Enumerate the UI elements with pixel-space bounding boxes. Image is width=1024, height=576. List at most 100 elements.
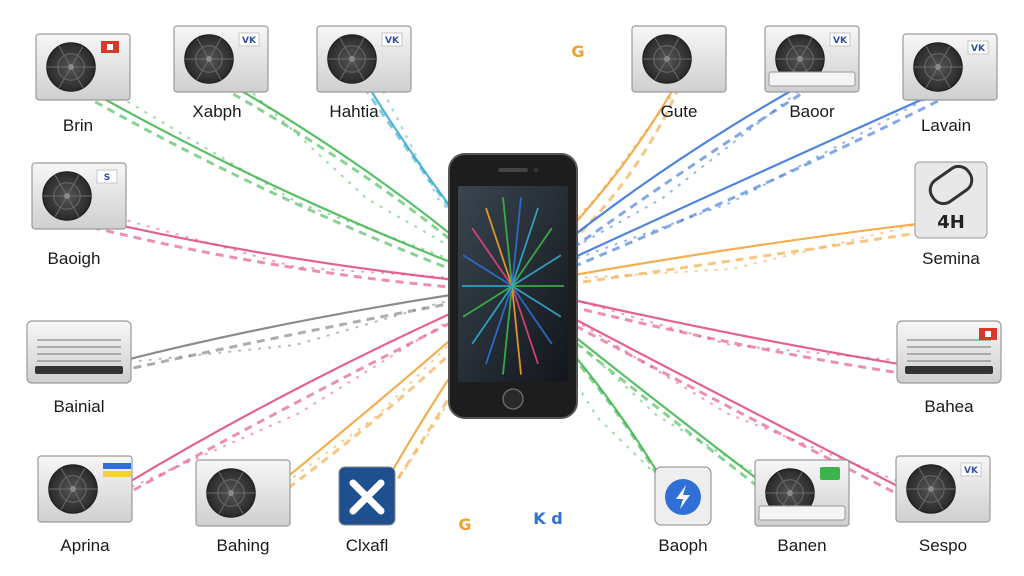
screen-ray [511,207,539,287]
brand-logo-icon [238,32,260,47]
fan-spoke [60,467,74,490]
fan-spoke [777,471,791,494]
phone-speaker [498,168,528,172]
brand-logo-text: VK [833,36,848,46]
fan-spoke [918,488,932,511]
fan-ring [653,45,681,73]
device-brin[interactable]: Brin [35,33,131,135]
fan-spoke [666,58,680,81]
brand-stripe-icon [103,471,131,477]
connection-line-dashed [362,86,514,293]
screen-signal-lines [462,197,564,375]
screen-ray [511,285,522,375]
fan-spoke [654,58,668,81]
fan-spoke [351,58,365,81]
device-bainial[interactable]: Bainial [26,320,132,416]
fan-spoke [208,37,222,60]
fan-spoke [787,37,801,60]
fan-spoke [339,58,353,81]
connection-line-dashed [511,290,944,519]
connection-line-dashed [78,290,513,382]
device-clxafl[interactable]: Clxafl [338,466,396,555]
fan-hub [68,64,74,70]
device-hahtia[interactable]: VK Hahtia [316,25,412,121]
device-baoph[interactable]: Baoph [654,466,712,555]
connection-line [78,284,513,374]
brand-logo-text: VK [385,36,400,46]
brand-logo-icon [96,169,118,184]
device-label: Brin [63,116,93,135]
device-label: Aprina [60,536,110,555]
fan-spoke [54,174,68,197]
fan-ring [338,45,366,73]
fan-spoke [930,488,944,511]
connection-line-dotted [511,72,690,283]
fan-spoke [72,488,86,511]
fan-spoke [66,195,80,218]
brand-logo-icon [967,40,989,55]
device-aprina[interactable]: Aprina [37,455,133,555]
fan-spoke [218,492,232,515]
device-label: Baoigh [48,249,101,268]
screen-ray [511,285,562,318]
screen-ray [511,254,562,287]
screen-ray [485,285,513,365]
device-label: Hahtia [329,102,379,121]
connection-line-dashed [511,93,951,294]
device-banen[interactable]: Banen [754,459,850,555]
screen-ray [485,207,513,287]
fan-spoke [70,66,84,89]
device-bahing[interactable]: Bahing [195,459,291,555]
device-label: Gute [661,102,698,121]
fan-ring [917,475,945,503]
connection-line-dashed [511,290,803,523]
fan-spoke [196,37,210,60]
indoor-vent [758,505,846,521]
indoor-louver [905,366,993,374]
connection-line-dotted [94,281,513,504]
fan-spoke [351,37,365,60]
fan-spoke [937,66,951,89]
smart-box-mark: 4H [937,212,965,233]
bolt-icon [676,485,690,509]
brand-flag-mark [985,331,991,337]
screen-ray [511,285,553,345]
fan-hub [928,486,934,492]
fan-spoke [789,471,803,494]
fan-spoke [918,467,932,490]
device-gute[interactable]: Gute [631,25,727,121]
fan-spoke [666,37,680,60]
phone-home-button[interactable] [502,388,524,410]
connection-line-dotted [88,209,513,283]
brand-stripe-icon [103,463,131,469]
screen-ray [471,227,513,287]
indoor-vent [768,71,856,87]
indoor-louver [35,366,123,374]
device-label: Bainial [53,397,104,416]
fan-hub [349,56,355,62]
connection-line-dotted [230,72,513,283]
device-label: Bahing [217,536,270,555]
device-bahea[interactable]: Bahea [896,320,1002,416]
device-label: Xabph [192,102,241,121]
fan-spoke [925,66,939,89]
fan-spoke [196,58,210,81]
device-label: Bahea [924,397,974,416]
connection-line [82,86,513,288]
fan-spoke [654,37,668,60]
connection-line-dotted [373,72,513,283]
screen-ray [502,285,513,375]
fan-spoke [70,45,84,68]
fan-hub [70,486,76,492]
screen-ray [462,285,513,318]
connection-line-dotted [376,281,513,512]
fan-hub [935,64,941,70]
